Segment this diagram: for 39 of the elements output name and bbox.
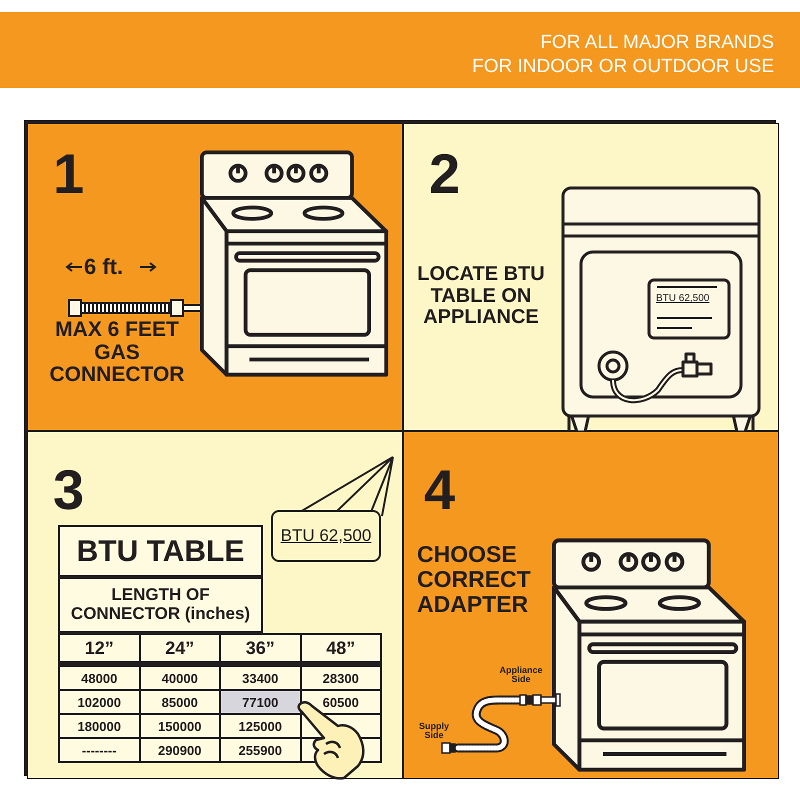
table-cell: 85000 — [140, 691, 219, 713]
table-cell: 33400 — [221, 667, 300, 689]
callout-bubble — [271, 510, 381, 562]
dimension-text: 6 ft. — [84, 255, 124, 278]
table-cell: 77100 — [221, 691, 300, 713]
header-note: FOR INDOOR OR OUTDOOR USE — [472, 56, 774, 78]
rating-text: BTU 62,500 — [656, 294, 710, 304]
table-cell: 125000 — [221, 715, 300, 737]
step-panel — [403, 123, 779, 431]
step-panel — [27, 123, 403, 431]
column-header: 36” — [221, 635, 300, 661]
hose-end-label: Appliance Side — [498, 666, 544, 685]
table-cell: 180000 — [60, 715, 138, 737]
table-cell: 290900 — [140, 739, 219, 761]
step-number: 3 — [53, 462, 84, 518]
step-instruction: LOCATE BTU TABLE ON APPLIANCE — [416, 264, 546, 329]
column-header: 24” — [140, 635, 219, 661]
step-instruction: MAX 6 FEET GAS CONNECTOR — [48, 319, 186, 388]
step-panel — [27, 431, 403, 779]
table-cell: 28300 — [302, 667, 380, 689]
step-number: 4 — [424, 462, 456, 518]
table-cell: 150000 — [140, 715, 219, 737]
table-cell: -------- — [60, 739, 138, 761]
step-panel — [403, 431, 779, 779]
hose-end-label: Supply Side — [418, 722, 450, 741]
step-number: 2 — [429, 146, 460, 202]
table-subtitle: LENGTH OF CONNECTOR (inches) — [58, 577, 263, 633]
table-cell: 60500 — [302, 691, 380, 713]
column-header: 48” — [302, 635, 380, 661]
step-instruction: CHOOSE CORRECT ADAPTER — [417, 542, 532, 616]
table-cell: 255900 — [221, 739, 300, 761]
table-cell: 40000 — [140, 667, 219, 689]
table-cell: 102000 — [60, 691, 138, 713]
header-note: FOR ALL MAJOR BRANDS — [540, 32, 774, 54]
column-header: 12” — [60, 635, 138, 661]
table-title: BTU TABLE — [58, 525, 263, 577]
table-cell: 48000 — [60, 667, 138, 689]
step-number: 1 — [53, 146, 84, 202]
rating-text: BTU 62,500 — [280, 526, 372, 546]
